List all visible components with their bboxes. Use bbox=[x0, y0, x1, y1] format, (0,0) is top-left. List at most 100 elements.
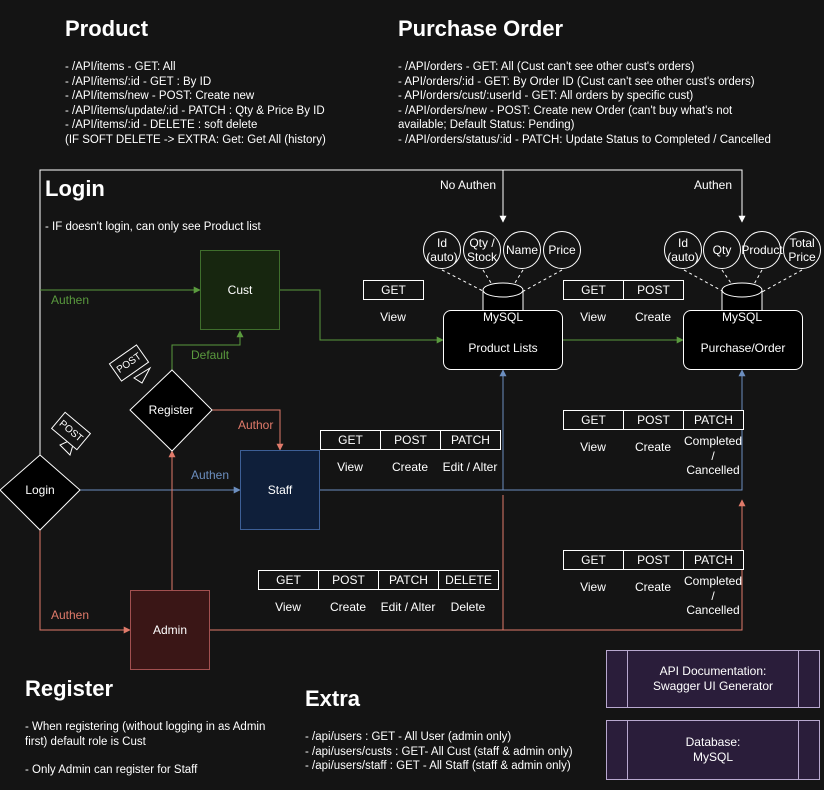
method-post-cell: POST bbox=[623, 550, 684, 570]
product-field-name: Name bbox=[503, 231, 541, 269]
order-mysql-label: MySQL bbox=[721, 310, 762, 324]
register-node-shape bbox=[129, 369, 213, 452]
product-lists-node[interactable]: Product Lists bbox=[443, 310, 563, 370]
action-delete-caption: Delete bbox=[450, 600, 486, 614]
register-note-line: - When registering (without logging in a… bbox=[25, 721, 266, 733]
authen-admin-label: Authen bbox=[51, 608, 90, 622]
action-get-caption: View bbox=[337, 460, 363, 474]
authen-cust-label: Authen bbox=[51, 293, 90, 307]
purchase-order-endpoints-list: - /API/orders - GET: All (Cust can't see… bbox=[398, 60, 771, 148]
staff-node-label: Staff bbox=[267, 483, 293, 497]
method-patch-cell: PATCH bbox=[378, 570, 439, 590]
author-label: Author bbox=[238, 418, 274, 432]
action-patch-caption: Completed / Cancelled bbox=[683, 574, 743, 617]
register-author-edge bbox=[212, 409, 284, 451]
method-post-cell: POST bbox=[380, 430, 441, 450]
order-endpoint-line: - /API/orders/new - POST: Create new Ord… bbox=[398, 104, 733, 117]
method-post-cell: POST bbox=[623, 280, 684, 300]
action-get-caption: View bbox=[275, 600, 301, 614]
order-endpoint-line: - API/orders/cust/:userId - GET: All ord… bbox=[398, 90, 694, 103]
action-post-caption: Create bbox=[634, 310, 672, 324]
product-mysql-label: MySQL bbox=[482, 310, 523, 324]
extra-endpoint-line: - /api/users : GET - All User (admin onl… bbox=[305, 731, 512, 743]
admin-to-order-edge bbox=[210, 499, 746, 631]
authen-staff-label: Authen bbox=[191, 468, 230, 482]
purchase-order-node[interactable]: Purchase/Order bbox=[683, 310, 803, 370]
admin-node[interactable]: Admin bbox=[130, 590, 210, 670]
product-endpoints-list: - /API/items - GET: All - /API/items/:id… bbox=[65, 60, 326, 148]
register-section-title: Register bbox=[25, 676, 114, 701]
register-note-line bbox=[25, 749, 265, 763]
method-get-cell: GET bbox=[563, 410, 624, 430]
action-patch-caption: Completed / Cancelled bbox=[683, 434, 743, 477]
order-endpoint-line: - API/orders/:id - GET: By Order ID (Cus… bbox=[398, 75, 755, 88]
login-section-title: Login bbox=[45, 176, 105, 201]
action-get-caption: View bbox=[380, 310, 406, 324]
extra-section-title: Extra bbox=[305, 686, 361, 711]
api-docs-box: API Documentation: Swagger UI Generator bbox=[606, 650, 820, 708]
extra-endpoints-list: - /api/users : GET - All User (admin onl… bbox=[305, 730, 573, 774]
order-endpoint-line: - /API/orders/status/:id - PATCH: Update… bbox=[398, 133, 771, 146]
register-node-label: Register bbox=[148, 403, 194, 417]
register-note-line: first) default role is Cust bbox=[25, 735, 146, 748]
register-node[interactable]: Register bbox=[130, 397, 212, 423]
register-note-line: - Only Admin can register for Staff bbox=[25, 764, 198, 777]
action-get-caption: View bbox=[580, 580, 606, 594]
product-endpoint-line: - /API/items - GET: All bbox=[65, 61, 176, 73]
product-field-price: Price bbox=[543, 231, 581, 269]
product-endpoint-line: - /API/items/update/:id - PATCH : Qty & … bbox=[65, 104, 325, 117]
product-section-title: Product bbox=[65, 16, 149, 41]
login-note: - IF doesn't login, can only see Product… bbox=[45, 221, 261, 233]
action-patch-caption: Edit / Alter bbox=[380, 600, 436, 614]
action-get-caption: View bbox=[580, 310, 606, 324]
extra-endpoint-line: - /api/users/custs : GET- All Cust (staf… bbox=[305, 745, 573, 758]
staff-node[interactable]: Staff bbox=[240, 450, 320, 530]
order-field-qty: Qty bbox=[703, 231, 741, 269]
method-delete-cell: DELETE bbox=[438, 570, 499, 590]
product-endpoint-line: - /API/items/:id - DELETE : soft delete bbox=[65, 119, 258, 132]
product-field-id: Id (auto) bbox=[423, 231, 461, 269]
order-field-total-price: Total Price bbox=[783, 231, 821, 269]
login-node[interactable]: Login bbox=[0, 477, 80, 503]
action-post-caption: Create bbox=[329, 600, 367, 614]
product-endpoint-line: - /API/items/:id - GET : By ID bbox=[65, 75, 212, 88]
method-patch-cell: PATCH bbox=[683, 410, 744, 430]
product-lists-label: Product Lists bbox=[468, 341, 538, 355]
action-post-caption: Create bbox=[634, 580, 672, 594]
action-post-caption: Create bbox=[391, 460, 429, 474]
action-post-caption: Create bbox=[634, 440, 672, 454]
cust-node-label: Cust bbox=[227, 283, 253, 297]
method-get-cell: GET bbox=[563, 280, 624, 300]
method-post-cell: POST bbox=[318, 570, 379, 590]
default-label: Default bbox=[191, 348, 230, 362]
action-patch-caption: Edit / Alter bbox=[442, 460, 498, 474]
order-field-id: Id (auto) bbox=[664, 231, 702, 269]
authen-admin-edge bbox=[39, 525, 131, 634]
method-patch-cell: PATCH bbox=[683, 550, 744, 570]
product-field-qty: Qty / Stock bbox=[463, 231, 501, 269]
register-notes: - When registering (without logging in a… bbox=[25, 720, 265, 778]
login-node-label: Login bbox=[25, 483, 55, 497]
database-label: Database: MySQL bbox=[685, 735, 741, 764]
method-post-cell: POST bbox=[623, 410, 684, 430]
action-get-caption: View bbox=[580, 440, 606, 454]
no-authen-label: No Authen bbox=[440, 178, 497, 192]
method-get-cell: GET bbox=[320, 430, 381, 450]
login-node-shape bbox=[0, 454, 81, 531]
database-box: Database: MySQL bbox=[606, 720, 820, 780]
purchase-order-node-label: Purchase/Order bbox=[700, 341, 786, 355]
authen-order-label: Authen bbox=[694, 178, 733, 192]
cust-node[interactable]: Cust bbox=[200, 250, 280, 330]
order-endpoint-line: available; Default Status: Pending) bbox=[398, 119, 575, 132]
post-tag-register-tail bbox=[133, 366, 152, 384]
method-get-cell: GET bbox=[563, 550, 624, 570]
cust-to-product-edge bbox=[280, 289, 444, 344]
purchase-order-section-title: Purchase Order bbox=[398, 16, 564, 41]
order-endpoint-line: - /API/orders - GET: All (Cust can't see… bbox=[398, 61, 695, 73]
method-get-cell: GET bbox=[258, 570, 319, 590]
order-field-product: Product bbox=[741, 231, 783, 269]
register-default-edge bbox=[171, 330, 244, 370]
login-to-top-edge bbox=[39, 169, 746, 455]
product-endpoint-line: - /API/items/new - POST: Create new bbox=[65, 90, 255, 103]
